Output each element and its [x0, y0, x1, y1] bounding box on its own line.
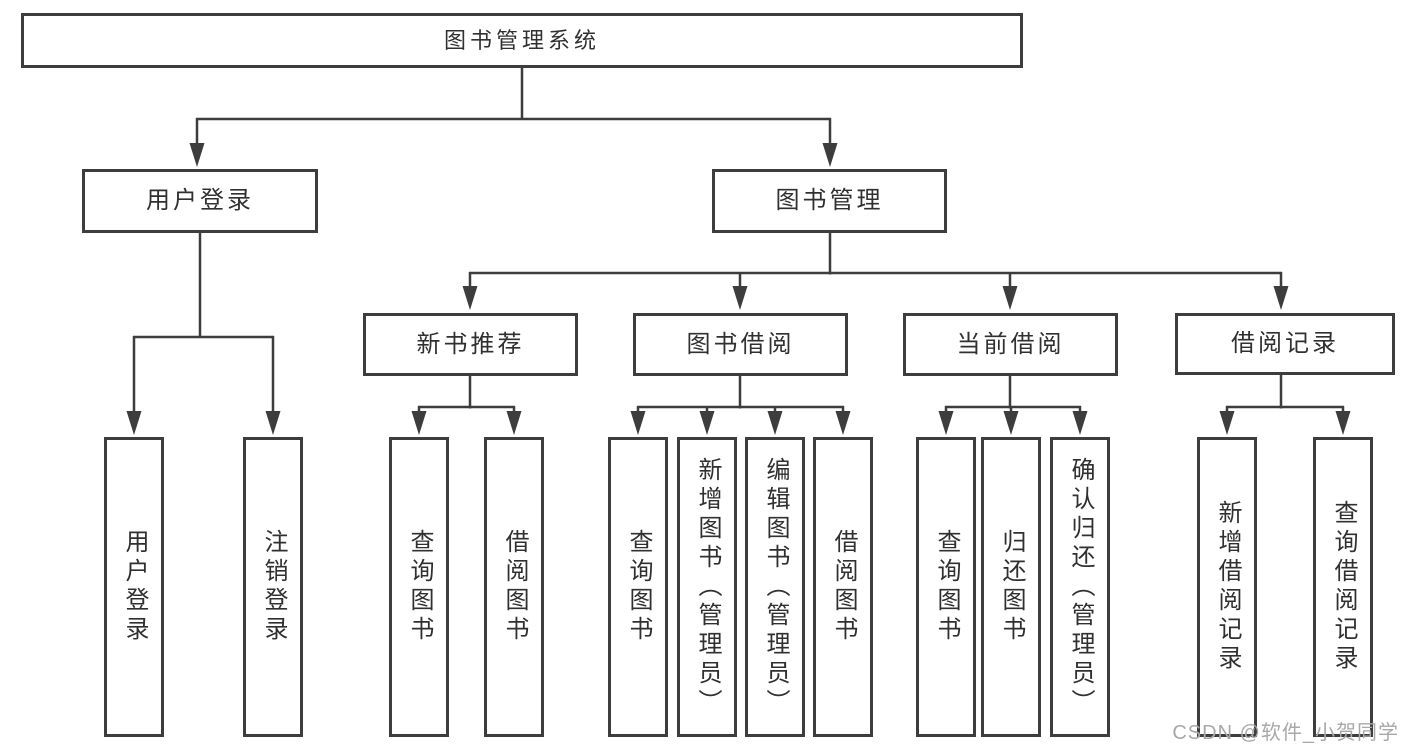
leaf-add-borrow-record: 新增借阅记录 — [1197, 437, 1257, 737]
arrowheads — [126, 143, 1351, 435]
leaf-newbook-borrow-books: 借阅图书 — [484, 437, 544, 737]
leaf-add-books-admin: 新增图书（管理员） — [677, 437, 737, 737]
leaf-borrowing-query-books: 查询图书 — [608, 437, 668, 737]
leaf-edit-books-admin: 编辑图书（管理员） — [745, 437, 805, 737]
node-label: 图书借阅 — [686, 330, 795, 358]
leaf-confirm-return-admin: 确认归还（管理员） — [1050, 437, 1110, 737]
node-label: 借阅记录 — [1231, 330, 1339, 357]
node-library-management-system: 图书管理系统 — [21, 13, 1023, 68]
leaf-label: 借阅图书 — [501, 529, 528, 645]
leaf-label: 编辑图书（管理员） — [762, 456, 789, 718]
node-label: 图书管理系统 — [443, 27, 600, 53]
node-current-borrowing: 当前借阅 — [903, 313, 1118, 376]
leaf-label: 用户登录 — [121, 529, 148, 645]
node-label: 用户登录 — [146, 187, 254, 214]
leaf-query-borrow-record: 查询借阅记录 — [1313, 437, 1373, 737]
leaf-borrowing-borrow-books: 借阅图书 — [813, 437, 873, 737]
leaf-label: 查询借阅记录 — [1330, 500, 1357, 674]
leaf-label: 注销登录 — [260, 529, 287, 645]
node-book-management: 图书管理 — [712, 169, 947, 233]
node-label: 图书管理 — [775, 187, 884, 214]
leaf-user-login: 用户登录 — [104, 437, 164, 737]
node-borrowing-records: 借阅记录 — [1175, 313, 1395, 375]
leaf-label: 新增图书（管理员） — [694, 456, 721, 718]
leaf-current-query-books: 查询图书 — [916, 437, 976, 737]
leaf-label: 查询图书 — [406, 529, 433, 645]
leaf-label: 查询图书 — [625, 529, 652, 645]
leaf-label: 新增借阅记录 — [1214, 500, 1241, 674]
leaf-label: 查询图书 — [933, 529, 960, 645]
csdn-watermark: CSDN @软件_小贺同学 — [1172, 722, 1399, 744]
leaf-label: 借阅图书 — [830, 529, 857, 645]
leaf-newbook-query-books: 查询图书 — [389, 437, 449, 737]
connector-line-segments — [132, 68, 1345, 414]
leaf-logout: 注销登录 — [243, 437, 303, 737]
node-label: 新书推荐 — [416, 330, 525, 358]
node-label: 当前借阅 — [956, 330, 1065, 358]
leaf-return-books: 归还图书 — [981, 437, 1041, 737]
leaf-label: 确认归还（管理员） — [1067, 456, 1094, 718]
leaf-label: 归还图书 — [998, 529, 1025, 645]
node-new-book-recommendation: 新书推荐 — [363, 313, 578, 376]
node-book-borrowing: 图书借阅 — [633, 313, 848, 376]
node-user-login: 用户登录 — [82, 169, 318, 233]
